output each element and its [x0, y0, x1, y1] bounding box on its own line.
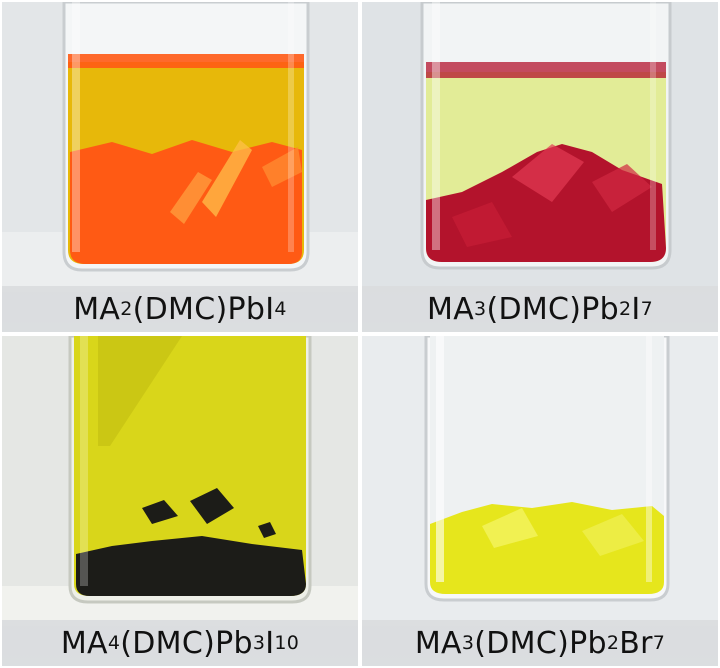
caption-part: MA — [73, 291, 121, 327]
caption-part: I — [265, 625, 275, 661]
caption-part: (DMC)Pb — [474, 625, 607, 661]
caption-part: I — [631, 291, 641, 327]
caption-part: (DMC)Pb — [486, 291, 620, 327]
vial-1-photo — [2, 2, 358, 292]
caption-part: MA — [427, 291, 475, 327]
caption-part: MA — [60, 625, 108, 661]
vial-4-photo — [362, 336, 718, 626]
vial-3-photo — [2, 336, 358, 626]
caption-part: (DMC)PbI — [132, 291, 275, 327]
caption-part: Br — [619, 625, 653, 661]
caption-part: MA — [414, 625, 462, 661]
caption-part: (DMC)Pb — [120, 625, 253, 661]
vial-2-photo — [362, 2, 718, 292]
